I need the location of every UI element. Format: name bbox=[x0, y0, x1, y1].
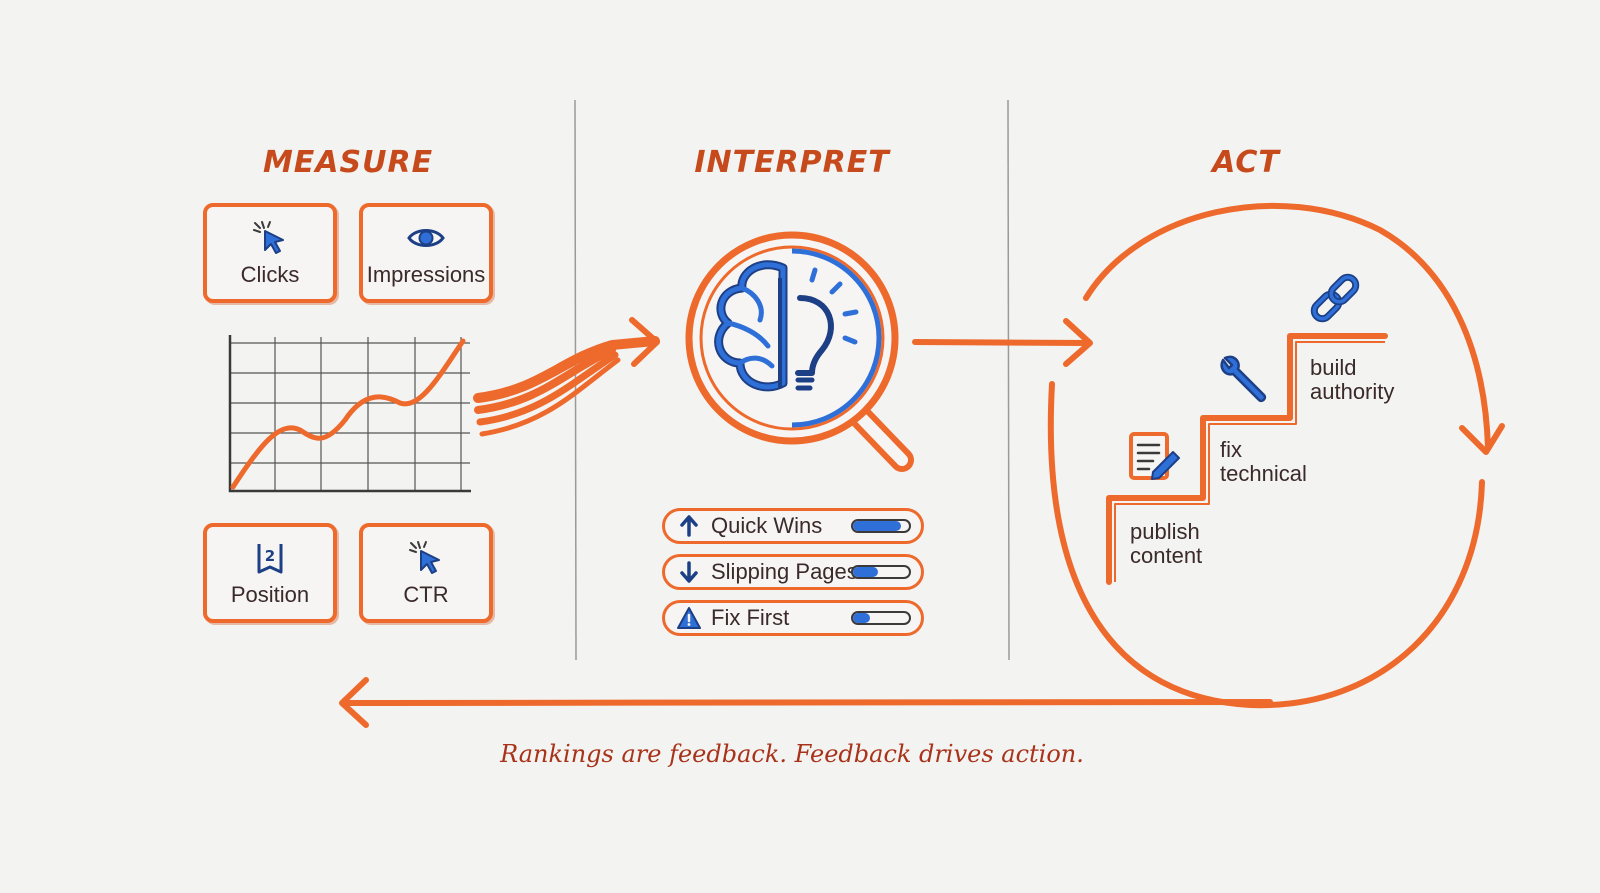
cursor-click-icon bbox=[409, 541, 440, 574]
step-publish-content: publish content bbox=[1130, 520, 1202, 568]
eye-icon bbox=[407, 229, 445, 247]
position-label: Position bbox=[230, 582, 310, 607]
step-build-authority-line2: authority bbox=[1310, 379, 1395, 404]
arrow-up-icon bbox=[680, 515, 698, 537]
pill-slipping-pages-label: Slipping Pages bbox=[711, 559, 858, 584]
act-heading: ACT bbox=[1212, 145, 1280, 180]
link-icon bbox=[1310, 273, 1360, 323]
wrench-icon bbox=[1220, 355, 1267, 403]
position-card: 2 Position bbox=[203, 523, 337, 623]
interpret-to-act-arrow bbox=[912, 318, 1093, 367]
warning-icon bbox=[677, 607, 701, 629]
pill-fix-first-label: Fix First bbox=[711, 605, 790, 630]
pill-slipping-pages: Slipping Pages bbox=[662, 554, 924, 590]
chart-grid bbox=[230, 337, 470, 490]
clicks-label: Clicks bbox=[240, 262, 300, 287]
ctr-label: CTR bbox=[403, 582, 449, 607]
cursor-click-icon bbox=[253, 221, 284, 254]
staircase bbox=[1106, 333, 1388, 585]
pill-quick-wins-meter bbox=[851, 519, 911, 533]
divider-right bbox=[1007, 99, 1010, 661]
pill-fix-first: Fix First bbox=[662, 600, 924, 636]
step-build-authority-line1: build bbox=[1310, 355, 1357, 380]
feedback-return-arrow bbox=[339, 677, 1273, 728]
document-pen-icon bbox=[1129, 432, 1180, 480]
pill-quick-wins: Quick Wins bbox=[662, 508, 924, 544]
brain-magnifier-icon bbox=[685, 231, 914, 472]
pill-quick-wins-label: Quick Wins bbox=[711, 513, 823, 538]
impressions-label: Impressions bbox=[366, 262, 486, 287]
pill-fix-first-meter bbox=[851, 611, 911, 625]
step-fix-technical: fix technical bbox=[1220, 438, 1307, 486]
position-badge-number: 2 bbox=[265, 547, 275, 565]
tagline: Rankings are feedback. Feedback drives a… bbox=[500, 740, 1084, 768]
pill-slipping-pages-meter bbox=[851, 565, 911, 579]
clicks-card: Clicks bbox=[203, 203, 337, 303]
measure-heading: MEASURE bbox=[262, 145, 434, 180]
step-publish-content-line2: content bbox=[1130, 543, 1203, 568]
interpret-heading: INTERPRET bbox=[694, 145, 890, 180]
ranking-number-icon: 2 bbox=[257, 544, 283, 574]
step-fix-technical-line1: fix bbox=[1220, 437, 1242, 462]
measure-to-interpret-arrow bbox=[473, 317, 660, 437]
step-fix-technical-line2: technical bbox=[1220, 461, 1307, 486]
step-build-authority: build authority bbox=[1310, 356, 1394, 404]
ctr-card: CTR bbox=[359, 523, 493, 623]
trend-chart bbox=[228, 335, 471, 493]
chart-axes bbox=[228, 335, 471, 493]
impressions-card: Impressions bbox=[359, 203, 493, 303]
step-publish-content-line1: publish bbox=[1130, 519, 1200, 544]
trend-line bbox=[230, 338, 466, 490]
arrow-down-icon bbox=[680, 561, 698, 583]
